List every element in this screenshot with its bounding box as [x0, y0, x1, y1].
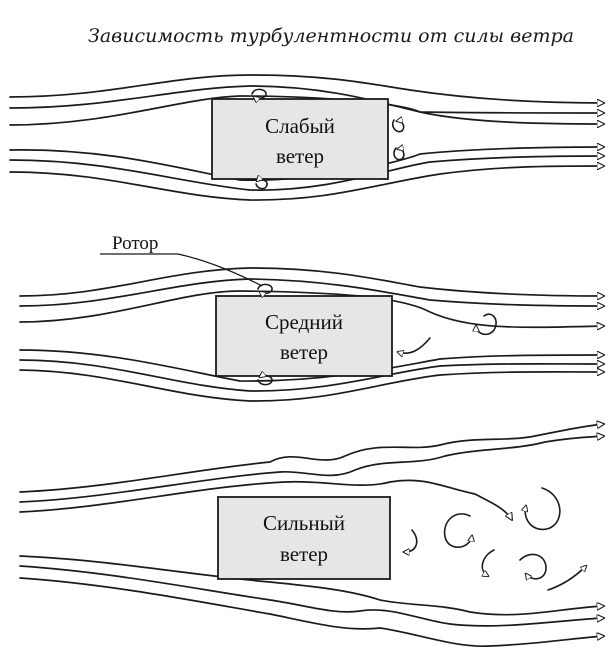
rotor-label: Ротор: [112, 233, 158, 254]
box-label-medium-line2: ветер: [280, 340, 328, 364]
box-label-strong-line2: ветер: [280, 542, 328, 566]
turbulent-eddy: [520, 554, 546, 578]
turbulent-eddy: [482, 550, 494, 576]
streamline: [20, 436, 604, 502]
turbulent-eddy: [404, 530, 417, 552]
rotor-eddy: [394, 148, 404, 160]
turbulent-eddy: [548, 566, 586, 590]
obstacle-box-strong: [218, 497, 390, 579]
panel-strong-wind: Сильный ветер: [20, 424, 604, 646]
turbulent-eddy: [445, 514, 472, 547]
rotor-eddy: [393, 120, 404, 132]
rotor-eddy: [256, 180, 267, 189]
box-label-medium-line1: Средний: [265, 310, 343, 334]
rotor-eddy: [398, 338, 430, 353]
rotor-pointer-line: [100, 254, 262, 286]
diagram-title: Зависимость турбулентности от силы ветра: [88, 25, 574, 47]
box-label-weak-line1: Слабый: [265, 114, 335, 138]
panel-medium-wind: Ротор Средний ветер: [20, 233, 604, 401]
box-label-weak-line2: ветер: [276, 144, 324, 168]
obstacle-box-medium: [216, 296, 392, 376]
box-label-strong-line1: Сильный: [263, 511, 345, 535]
rotor-eddy: [252, 89, 266, 98]
panel-weak-wind: Слабый ветер: [10, 75, 604, 200]
streamline: [20, 578, 604, 646]
turbulent-eddy: [525, 488, 560, 529]
